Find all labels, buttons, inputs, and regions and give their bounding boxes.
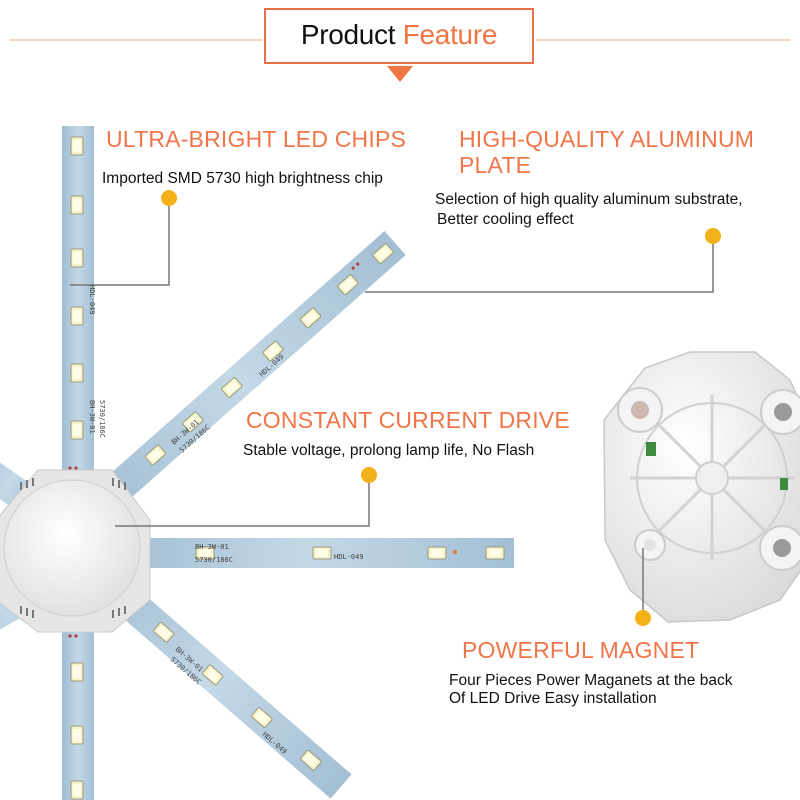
- feature-description-current-drive: Stable voltage, prolong lamp life, No Fl…: [243, 442, 535, 459]
- feature-description-magnet-line1: Four Pieces Power Maganets at the back: [449, 672, 733, 689]
- pcb-strip-horizontal: [100, 538, 514, 568]
- feature-heading-led-chips: ULTRA-BRIGHT LED CHIPS: [106, 126, 407, 152]
- callout-dot-icon: [361, 467, 377, 483]
- pcb-model-code: BH-3W-01: [195, 543, 229, 551]
- pcb-strip-diagonal-up: [71, 231, 406, 532]
- feature-heading-magnet: POWERFUL MAGNET: [462, 637, 700, 663]
- pcb-board-code-vertical: HDL-049: [88, 285, 96, 315]
- pcb-strip-diagonal-down: [81, 557, 352, 799]
- page-title: Product Feature: [266, 19, 532, 51]
- pcb-chip-code: 5730/186C: [195, 556, 233, 564]
- title-main: Product: [300, 19, 396, 50]
- title-accent: Feature: [402, 19, 498, 50]
- callout-dot-icon: [635, 610, 651, 626]
- feature-heading-current-drive: CONSTANT CURRENT DRIVE: [246, 407, 570, 433]
- feature-description-aluminum-line1: Selection of high quality aluminum subst…: [435, 191, 743, 208]
- callout-dot-icon: [161, 190, 177, 206]
- feature-heading-aluminum-line1: HIGH-QUALITY ALUMINUM: [459, 126, 755, 152]
- pcb-board-code: HDL-049: [334, 553, 364, 561]
- callout-dots: [161, 190, 721, 626]
- feature-description-led-chips: Imported SMD 5730 high brightness chip: [102, 170, 383, 187]
- callout-lines: [70, 198, 714, 618]
- pcb-strip-vertical: [62, 126, 94, 800]
- pcb-model-code-vertical: BH-3W-01: [88, 400, 96, 434]
- feature-description-magnet-line2: Of LED Drive Easy installation: [449, 690, 657, 707]
- feature-description-aluminum-line2: Better cooling effect: [437, 211, 574, 228]
- header-pointer-icon: [387, 66, 413, 82]
- header-title-box: Product Feature: [264, 8, 534, 64]
- pcb-chip-code-vertical: 5730/186C: [98, 400, 106, 438]
- driver-back-view: [603, 351, 800, 623]
- feature-heading-aluminum-line2: PLATE: [459, 152, 532, 178]
- callout-dot-icon: [705, 228, 721, 244]
- driver-hub: [0, 469, 151, 633]
